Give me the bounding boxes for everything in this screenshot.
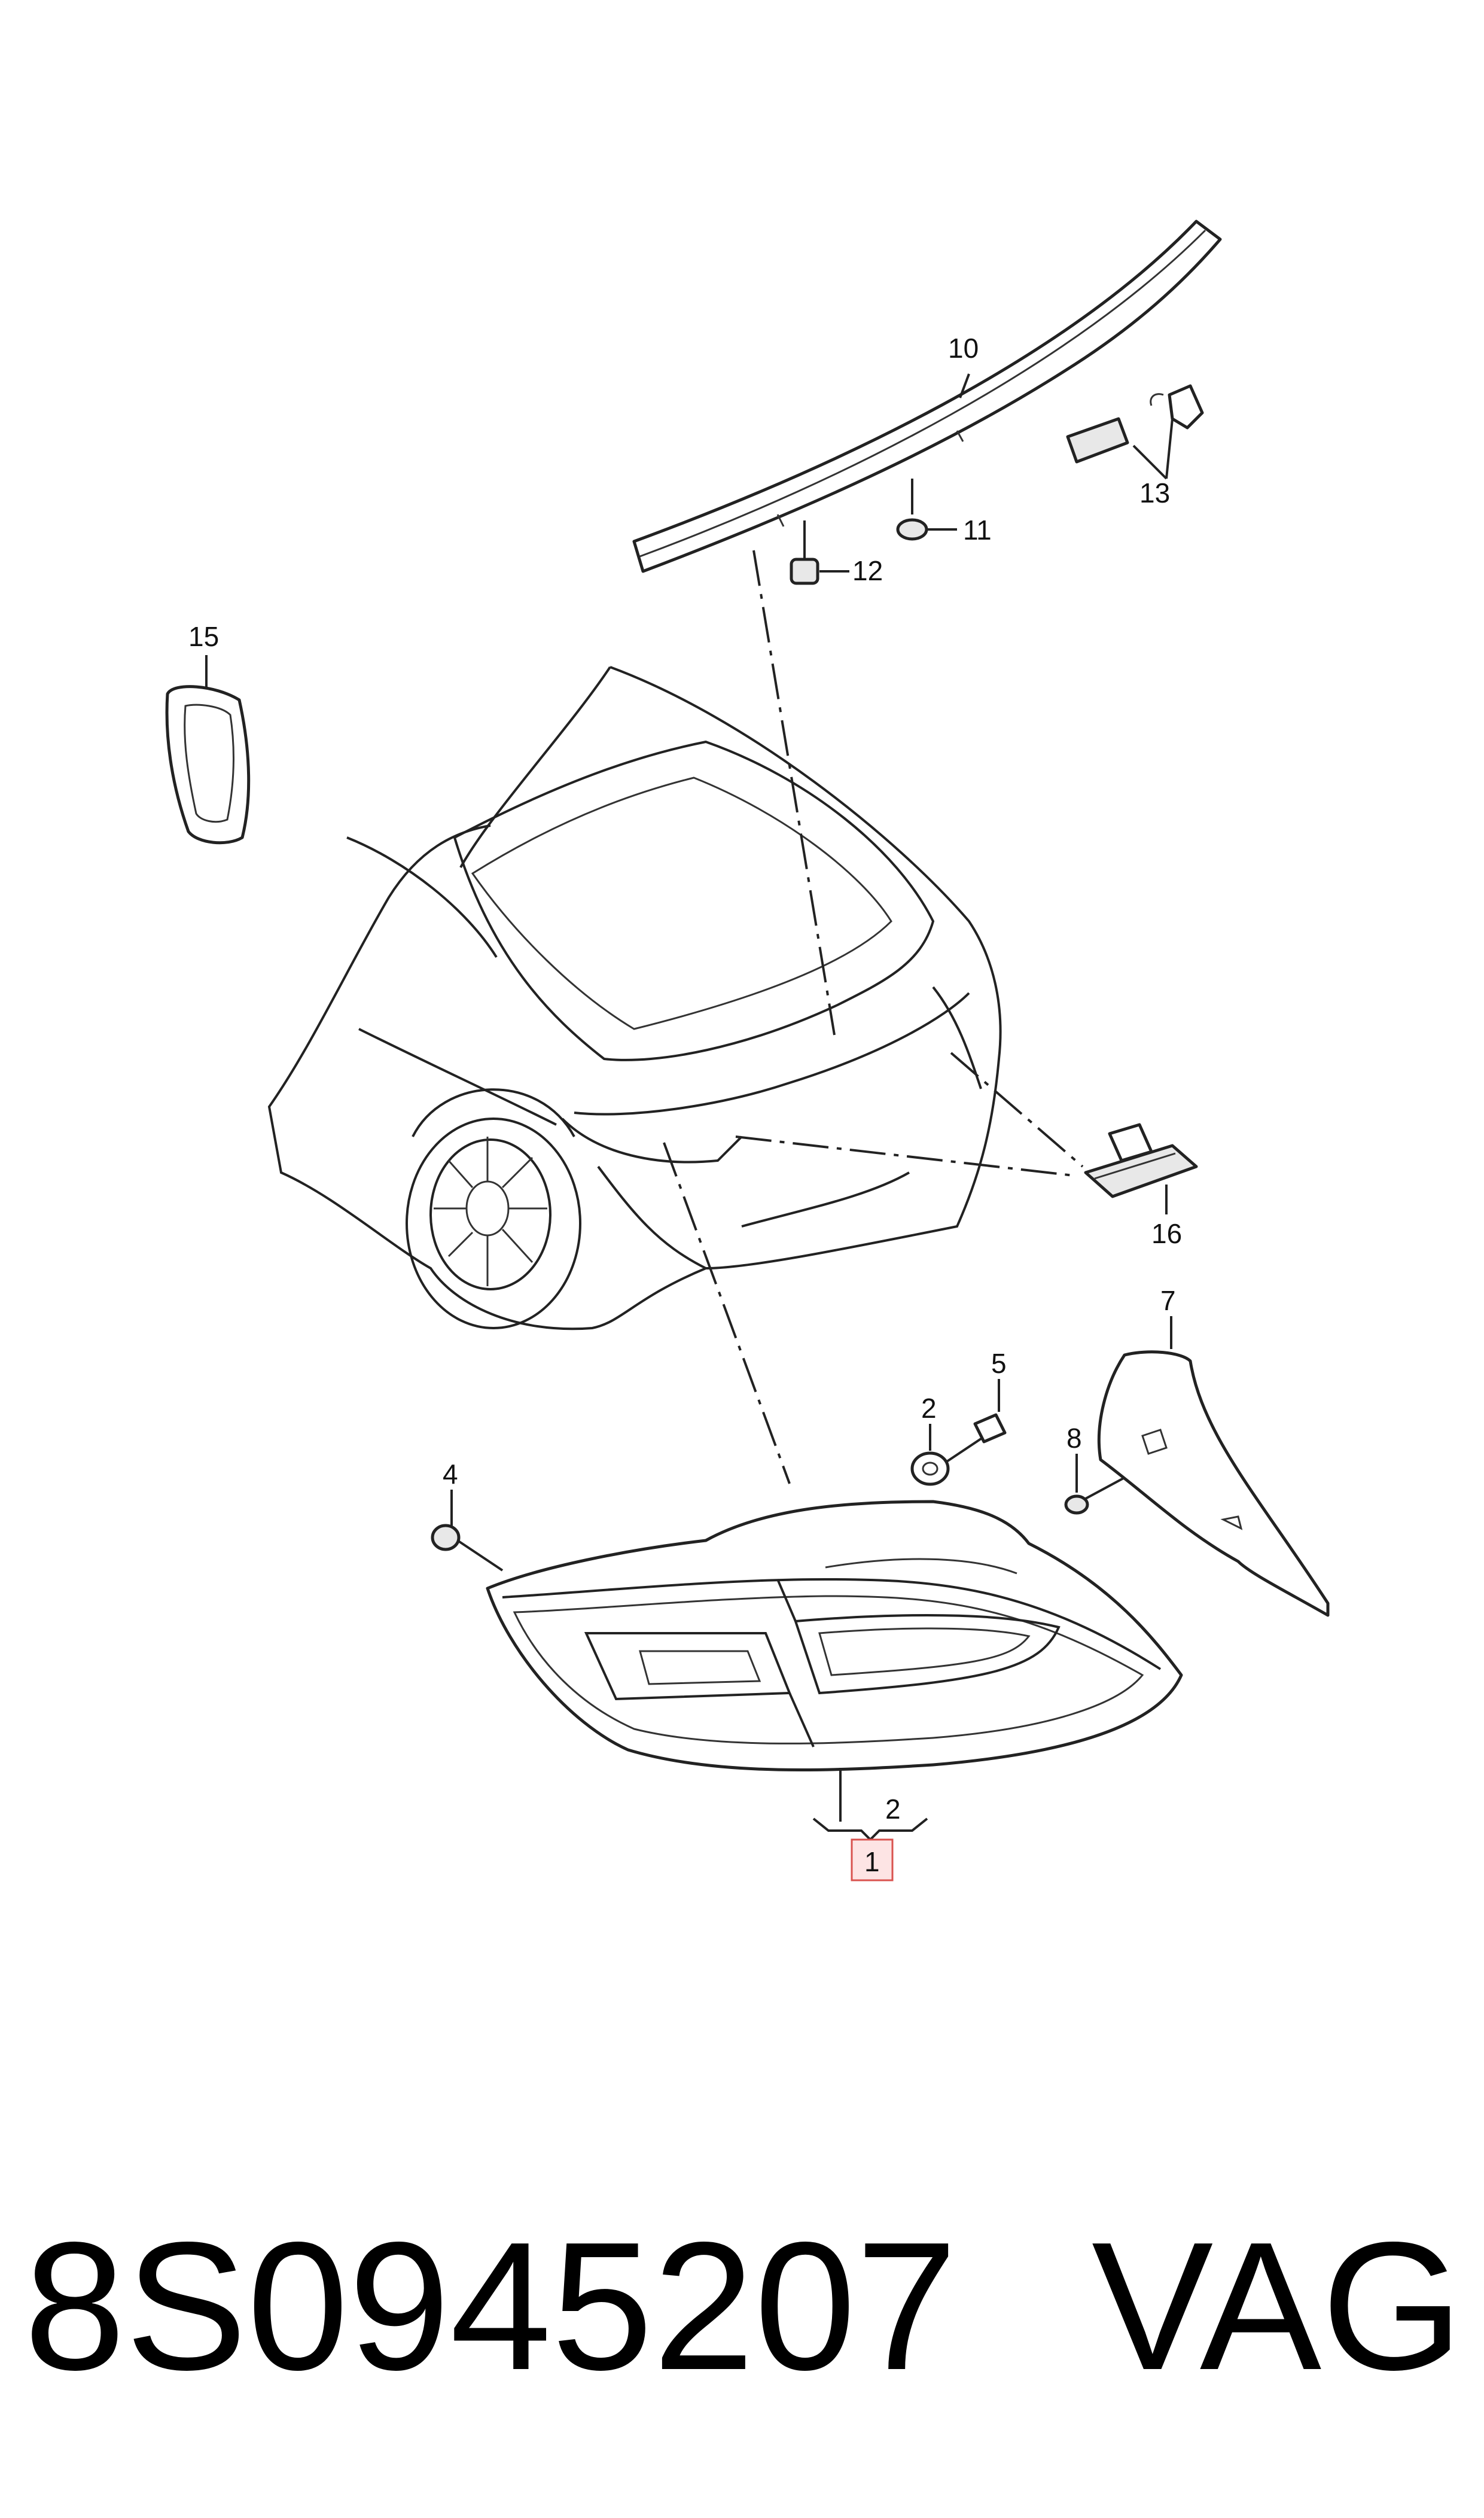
- callout-label-13: 13: [1139, 477, 1170, 509]
- leader-10: [959, 373, 970, 398]
- pointer-line-taillight: [663, 1142, 791, 1484]
- brand-caption: VAG: [1092, 2204, 1464, 2408]
- spoiler-seal-part-13: [1066, 384, 1204, 480]
- car-rear-view: [267, 666, 1002, 1330]
- clip-part-4: [431, 1490, 504, 1572]
- inner-panel-part-7: [1097, 1316, 1330, 1617]
- callout-label-2-bottom: 2: [885, 1794, 901, 1825]
- callout-label-2-top: 2: [921, 1393, 937, 1424]
- plate-light-part-16: [1084, 1123, 1198, 1214]
- pointer-line-plate-light-1: [735, 1135, 1074, 1177]
- trim-cover-part-15: [165, 655, 251, 845]
- callout-label-7: 7: [1160, 1285, 1176, 1316]
- spoiler-nut-part-12: [790, 520, 849, 585]
- pointer-line-plate-light-2: [950, 1052, 1084, 1168]
- callout-label-4: 4: [443, 1459, 458, 1490]
- rear-spoiler-part: [632, 220, 1222, 573]
- callout-label-16: 16: [1151, 1218, 1182, 1249]
- callout-label-12: 12: [852, 555, 883, 586]
- bolt-part-5: [944, 1379, 1007, 1464]
- callout-label-5: 5: [991, 1348, 1007, 1379]
- spoiler-fastener-part-11: [896, 479, 957, 541]
- callout-label-15: 15: [188, 621, 219, 652]
- tail-light-assembly-part-1: [486, 1500, 1183, 1822]
- callout-label-1: 1: [864, 1846, 880, 1877]
- callout-label-11: 11: [963, 514, 992, 546]
- pointer-line-spoiler: [752, 550, 836, 1036]
- callout-1-bracket: [812, 1817, 928, 1841]
- callout-label-10: 10: [948, 333, 979, 364]
- screw-part-8: [1064, 1454, 1125, 1515]
- callout-1-highlight-box: [851, 1838, 894, 1881]
- part-number-caption: 8S0945207: [24, 2204, 958, 2408]
- callout-label-8: 8: [1066, 1423, 1082, 1454]
- nut-part-2: [910, 1424, 950, 1486]
